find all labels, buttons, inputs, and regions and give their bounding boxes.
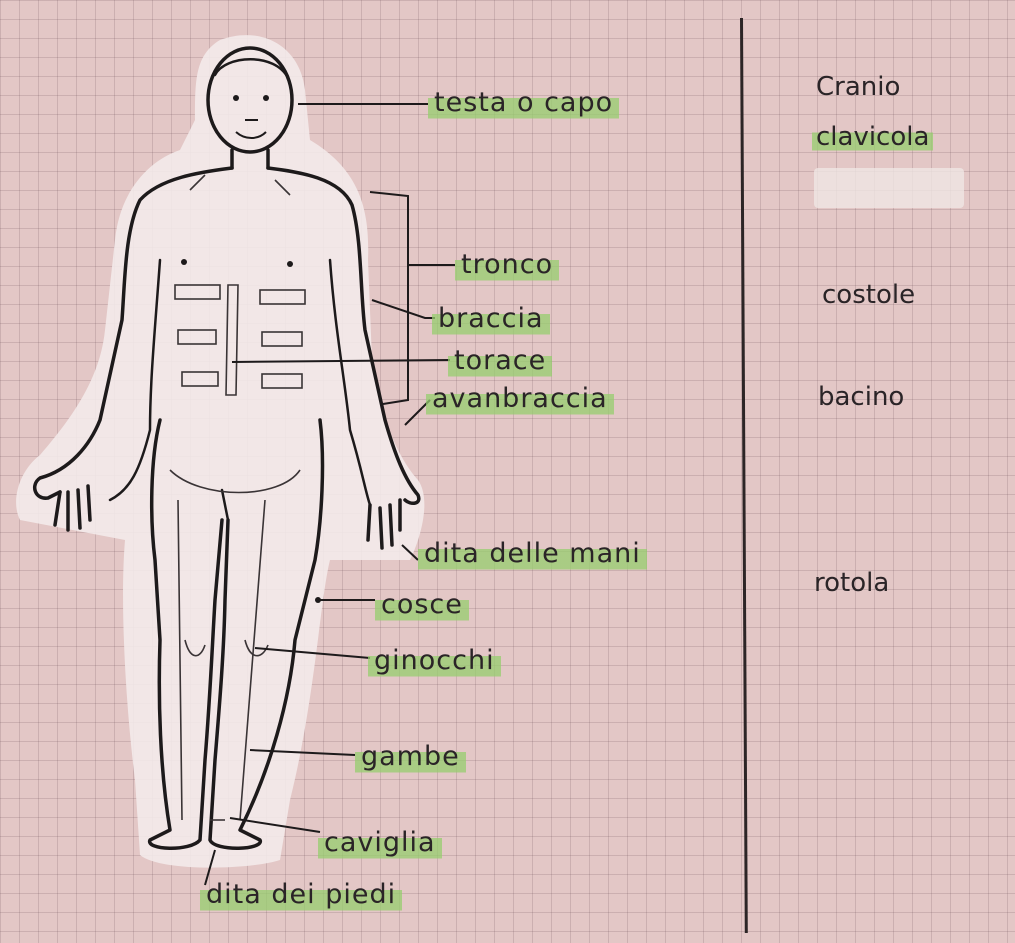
label-thighs: cosce xyxy=(375,588,469,622)
correction-fluid-patch xyxy=(814,168,964,208)
label-clavicle: clavicola xyxy=(812,122,933,152)
label-ribs: costole xyxy=(818,280,919,310)
trunk-bracket xyxy=(370,192,455,404)
label-kneecap: rotola xyxy=(810,568,893,598)
label-arms: braccia xyxy=(432,302,550,336)
label-legs: gambe xyxy=(355,740,466,774)
label-chest: torace xyxy=(448,344,552,378)
label-ankles: caviglia xyxy=(318,826,442,860)
label-forearms: avanbraccia xyxy=(426,382,614,416)
label-knees: ginocchi xyxy=(368,644,501,678)
label-pelvis: bacino xyxy=(814,382,908,412)
label-toes: dita dei piedi xyxy=(200,878,402,912)
label-skull: Cranio xyxy=(812,72,904,102)
label-head: testa o capo xyxy=(428,86,619,120)
label-fingers: dita delle mani xyxy=(418,537,647,571)
label-trunk: tronco xyxy=(455,248,559,282)
pointer-arms xyxy=(372,300,435,318)
